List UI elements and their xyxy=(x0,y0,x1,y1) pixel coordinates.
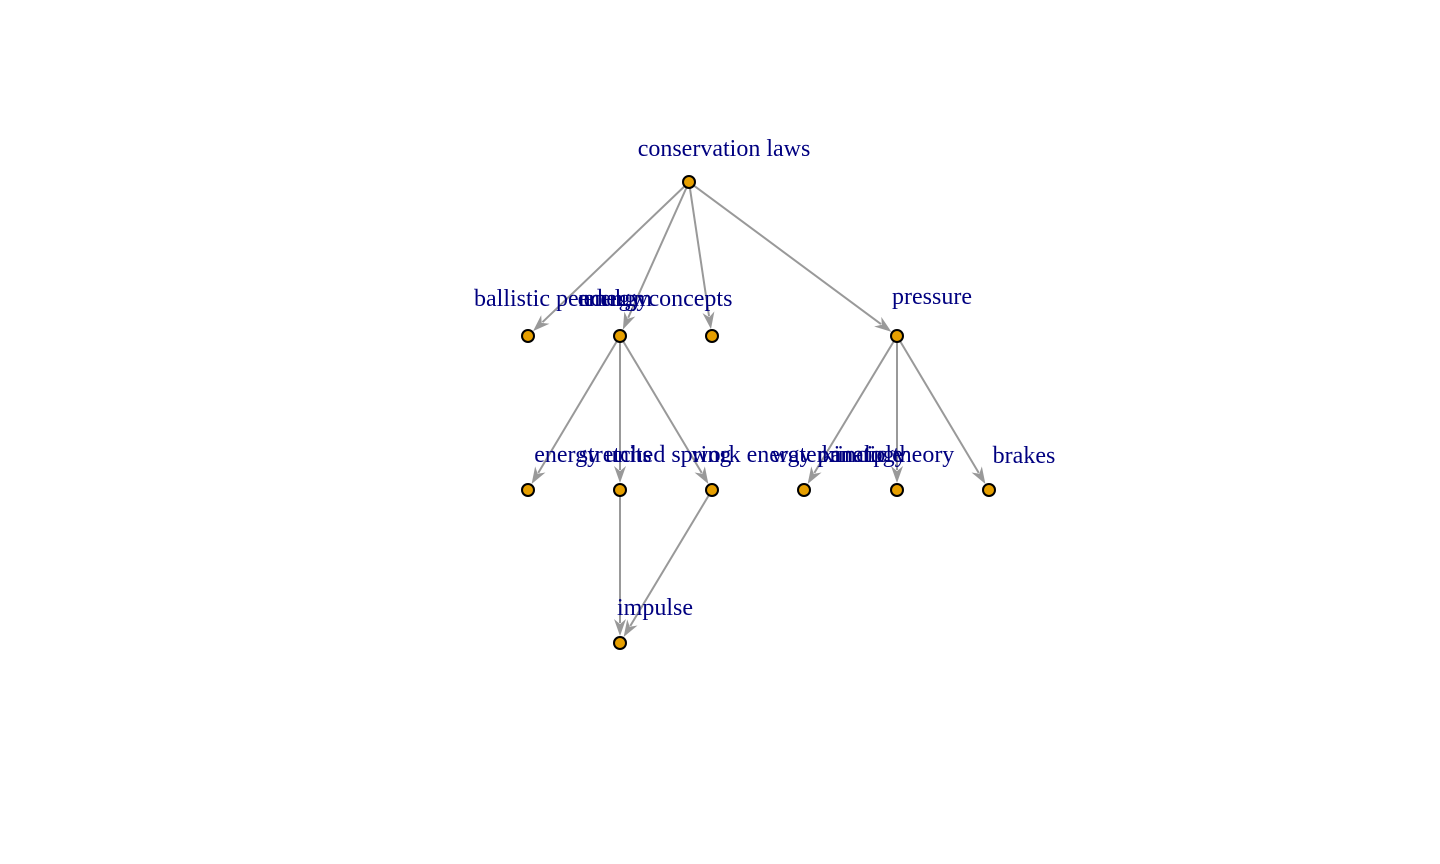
node-label-ballistic_pendulum: ballistic pendulum xyxy=(474,286,652,312)
arrowhead-conservation_laws-to-energy xyxy=(622,311,636,330)
edge-energy-to-work_energy_principle xyxy=(622,340,703,474)
edge-conservation_laws-to-energy xyxy=(627,187,688,319)
node-ballistic_pendulum xyxy=(521,329,535,343)
node-label-kinetic_theory: kinetic theory xyxy=(822,442,955,468)
arrowhead-energy-to-energy_units xyxy=(531,466,546,484)
node-label-energy_concepts: energy concepts xyxy=(578,286,733,312)
arrowhead-pressure-to-brakes xyxy=(971,466,986,484)
node-brakes xyxy=(982,483,996,497)
node-label-pressure: pressure xyxy=(892,284,972,310)
node-conservation_laws xyxy=(682,175,696,189)
arrowhead-stretched_spring-to-impulse xyxy=(614,619,626,636)
edge-conservation_laws-to-ballistic_pendulum xyxy=(541,185,686,323)
node-label-water_analogy: water analogy xyxy=(771,442,906,468)
node-energy_units xyxy=(521,483,535,497)
edge-conservation_laws-to-pressure xyxy=(693,184,882,325)
node-label-brakes: brakes xyxy=(993,443,1056,469)
edge-energy-to-energy_units xyxy=(537,340,618,474)
edges-layer xyxy=(531,184,986,638)
node-label-energy_units: energy units xyxy=(534,442,652,468)
arrowhead-conservation_laws-to-ballistic_pendulum xyxy=(533,315,550,332)
node-stretched_spring xyxy=(613,483,627,497)
node-label-work_energy_principle: work energy principle xyxy=(691,442,903,468)
arrowhead-conservation_laws-to-pressure xyxy=(874,316,892,332)
arrowhead-conservation_laws-to-energy_concepts xyxy=(702,311,715,330)
node-energy xyxy=(613,329,627,343)
edge-conservation_laws-to-energy_concepts xyxy=(688,187,711,317)
node-impulse xyxy=(613,636,627,650)
node-label-energy: energy xyxy=(584,286,649,312)
node-label-impulse: impulse xyxy=(617,595,693,621)
node-label-conservation_laws: conservation laws xyxy=(638,136,811,162)
node-label-stretched_spring: stretched spring xyxy=(579,442,732,468)
node-pressure xyxy=(890,329,904,343)
arrowhead-work_energy_principle-to-impulse xyxy=(623,619,638,638)
arrowhead-pressure-to-water_analogy xyxy=(807,466,822,485)
edge-work_energy_principle-to-impulse xyxy=(629,494,710,627)
node-energy_concepts xyxy=(705,329,719,343)
node-water_analogy xyxy=(797,483,811,497)
arrowhead-energy-to-work_energy_principle xyxy=(694,466,709,484)
edge-pressure-to-brakes xyxy=(899,340,980,474)
node-kinetic_theory xyxy=(890,483,904,497)
arrowhead-pressure-to-kinetic_theory xyxy=(891,466,903,483)
edge-pressure-to-water_analogy xyxy=(813,340,895,474)
node-work_energy_principle xyxy=(705,483,719,497)
nodes-layer xyxy=(521,175,996,650)
arrowhead-energy-to-stretched_spring xyxy=(614,466,626,483)
